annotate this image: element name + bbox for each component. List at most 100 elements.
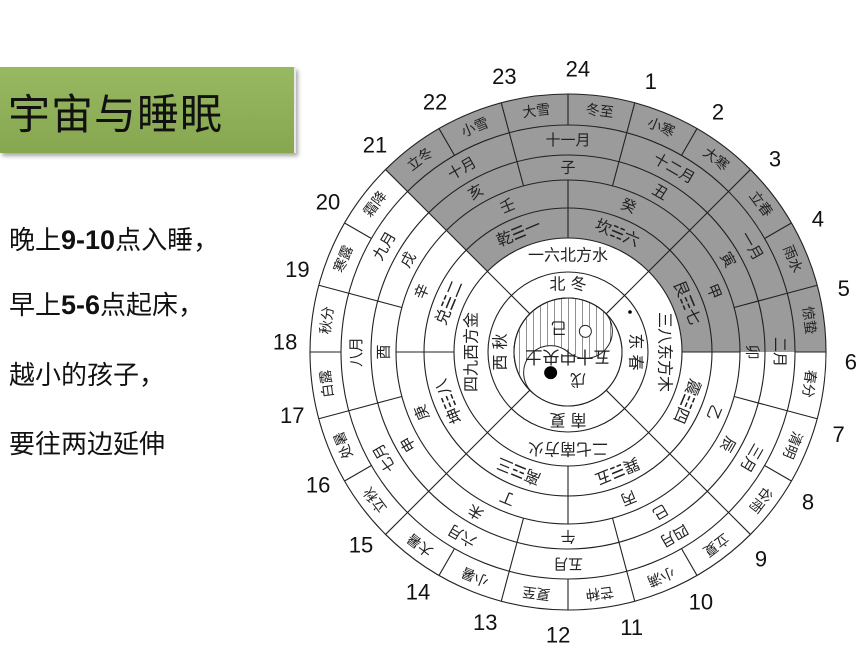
hour-number: 10 — [689, 589, 713, 614]
ring-divider — [500, 102, 510, 133]
earthly-branch-label: 戌 — [397, 249, 420, 271]
hour-number: 3 — [769, 146, 781, 171]
heavenly-stem-label: 辛 — [411, 281, 433, 302]
ring-divider — [508, 517, 525, 572]
text: 点起床， — [100, 291, 205, 321]
ring-divider — [728, 169, 751, 192]
ring-divider — [611, 132, 628, 187]
solar-term-label: 处暑 — [331, 429, 356, 461]
ring-divider — [438, 548, 455, 576]
slide-title: 宇宙与睡眠 — [8, 90, 224, 139]
text: 越小的孩子， — [9, 361, 166, 391]
month-label: 十一月 — [545, 131, 590, 149]
earthly-branch-label: 酉 — [375, 344, 393, 359]
heavenly-stem-label: 庚 — [411, 402, 433, 423]
ring-divider — [318, 410, 349, 420]
ring-divider — [385, 512, 408, 535]
bold-text: 9-10 — [61, 225, 116, 255]
month-label: 五月 — [553, 555, 583, 573]
hour-number: 8 — [802, 489, 814, 514]
ring-divider — [605, 389, 649, 433]
hour-number: 24 — [566, 57, 590, 82]
ring-divider — [407, 191, 447, 231]
direction-season-label: 东 春 — [627, 333, 646, 370]
body-line-4: 要往两边延伸 — [9, 424, 165, 461]
earthly-branch-label: 卯 — [744, 344, 762, 359]
text: 早上 — [9, 291, 62, 321]
text: 晚上 — [9, 226, 62, 256]
body-line-3: 越小的孩子， — [9, 355, 165, 392]
hour-number: 17 — [280, 403, 304, 428]
element-label: 三八东方木 — [656, 312, 675, 392]
month-label: 二月 — [771, 337, 789, 367]
earthly-branch-label: 未 — [465, 500, 487, 523]
solar-term-label: 芒种 — [585, 583, 615, 603]
direction-season-label: 北 冬 — [549, 275, 586, 294]
ring-divider — [681, 128, 698, 156]
ring-divider — [348, 292, 403, 309]
solar-term-label: 清明 — [779, 429, 804, 461]
ring-circle — [487, 271, 649, 433]
hour-number: 15 — [349, 533, 373, 558]
ring-divider — [689, 191, 729, 231]
black-dot-icon — [544, 366, 558, 380]
hour-number: 18 — [273, 330, 297, 355]
yin-yang-symbol — [513, 297, 623, 407]
ring-divider — [689, 473, 729, 513]
hour-number: 7 — [833, 422, 845, 447]
ring-divider — [508, 132, 525, 187]
title-banner: 宇宙与睡眠 — [0, 67, 296, 153]
solar-term-label: 夏至 — [521, 583, 551, 603]
hour-number: 5 — [838, 276, 850, 301]
earthly-branch-label: 巳 — [649, 500, 671, 523]
center-stem-ji: 己 — [551, 319, 567, 338]
ring-divider — [385, 169, 408, 192]
white-dot-icon — [578, 324, 592, 338]
ring-divider — [728, 512, 751, 535]
text: 要往两边延伸 — [9, 430, 166, 460]
hour-number: 21 — [363, 133, 387, 158]
direction-season-label: 西 秋 — [491, 333, 510, 370]
ring-divider — [348, 395, 403, 412]
solar-term-label: 春分 — [799, 369, 819, 399]
ring-divider — [764, 465, 792, 482]
ring-divider — [648, 229, 691, 272]
body-line-2: 早上5-6点起床， — [9, 285, 204, 322]
heavenly-stem-label: 癸 — [618, 195, 639, 217]
hour-number: 22 — [423, 90, 447, 115]
center-stem-wu: 戊 — [570, 371, 586, 390]
ring-divider — [318, 284, 349, 294]
heavenly-stem-label: 壬 — [497, 195, 518, 217]
body-line-1: 晚上9-10点入睡， — [9, 220, 219, 257]
hour-number: 14 — [406, 579, 430, 604]
ring-divider — [445, 432, 488, 475]
earthly-branch-label: 午 — [560, 528, 575, 546]
ring-divider — [626, 571, 636, 602]
ring-circle — [370, 154, 766, 550]
marker-dot — [628, 310, 632, 314]
direction-season-label: 南 夏 — [549, 411, 586, 430]
center-earth-label: 五十中央土 — [526, 346, 611, 366]
month-label: 八月 — [347, 337, 365, 367]
earthly-branch-label: 子 — [560, 159, 575, 177]
hour-number: 4 — [812, 207, 824, 232]
ring-divider — [626, 102, 636, 133]
hour-number: 9 — [755, 546, 767, 571]
hour-number: 12 — [546, 622, 570, 647]
ring-divider — [787, 410, 818, 420]
solar-term-label: 小满 — [645, 563, 677, 588]
solar-term-label: 寒露 — [330, 243, 356, 275]
hour-number: 19 — [285, 257, 309, 282]
ring-divider — [344, 465, 372, 482]
heavenly-stem-label: 丁 — [497, 487, 518, 509]
ring-divider — [611, 517, 628, 572]
element-label: 二七南方火 — [528, 440, 608, 459]
hour-number: 11 — [620, 615, 643, 640]
ring-divider — [438, 128, 455, 156]
ring-divider — [733, 395, 788, 412]
solar-term-label: 惊蛰 — [799, 305, 819, 335]
ring-divider — [344, 222, 372, 239]
ring-divider — [648, 432, 691, 475]
ring-divider — [764, 222, 792, 239]
